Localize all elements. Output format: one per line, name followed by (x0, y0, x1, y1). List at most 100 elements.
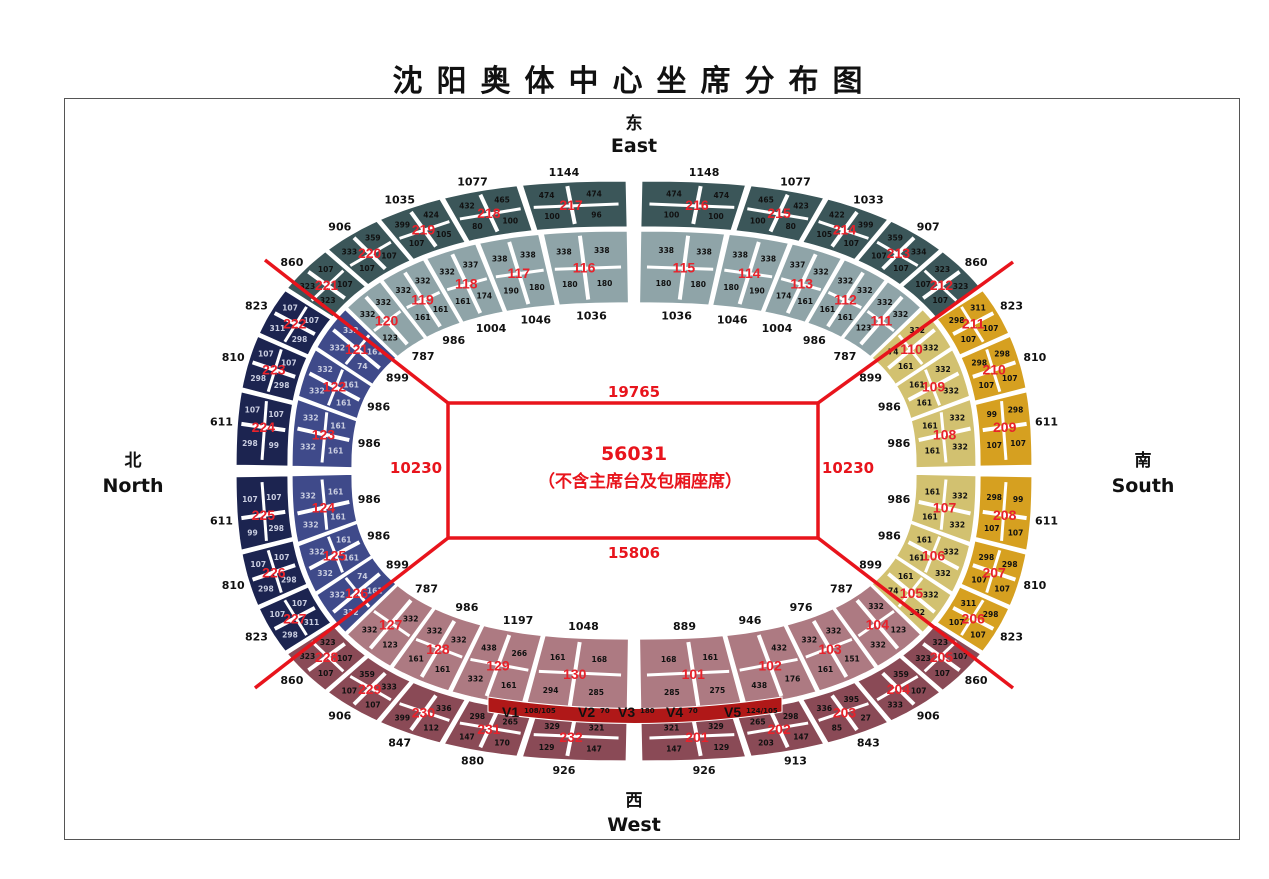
block-capacity: 298 (983, 610, 999, 619)
block-capacity: 161 (433, 305, 449, 314)
block-capacity: 161 (909, 380, 925, 389)
block-capacity: 298 (949, 316, 965, 325)
aisle (923, 640, 958, 673)
block-capacity: 107 (359, 264, 375, 273)
block-capacity: 336 (816, 704, 832, 713)
block-capacity: 161 (820, 305, 836, 314)
section-number: 226 (262, 564, 286, 580)
section-number: 110 (900, 341, 923, 357)
block-capacity: 161 (328, 446, 344, 455)
section-block[interactable] (297, 522, 373, 594)
svg-text:East: East (611, 135, 657, 157)
aisle (747, 721, 809, 735)
block-capacity: 332 (343, 326, 359, 335)
section-block[interactable] (895, 522, 971, 594)
block-capacity: 105 (436, 230, 452, 239)
section-number: 102 (758, 658, 782, 674)
block-capacity: 298 (994, 349, 1010, 358)
section-total: 906 (917, 710, 940, 723)
section-block[interactable] (297, 348, 373, 420)
aisle (939, 412, 948, 463)
section-number: 213 (887, 245, 911, 261)
block-capacity: 265 (750, 718, 766, 727)
section-number: 108 (933, 426, 957, 442)
section-total: 810 (1023, 579, 1046, 592)
section-number: 223 (262, 362, 286, 378)
block-capacity: 465 (758, 196, 774, 205)
block-capacity: 338 (492, 254, 508, 263)
block-capacity: 107 (292, 599, 308, 608)
section-block[interactable] (895, 348, 971, 420)
map-frame (64, 98, 1240, 840)
block-capacity: 311 (961, 599, 977, 608)
block-capacity: 107 (970, 630, 986, 639)
block-capacity: 180 (690, 280, 706, 289)
block-capacity: 298 (242, 439, 258, 448)
